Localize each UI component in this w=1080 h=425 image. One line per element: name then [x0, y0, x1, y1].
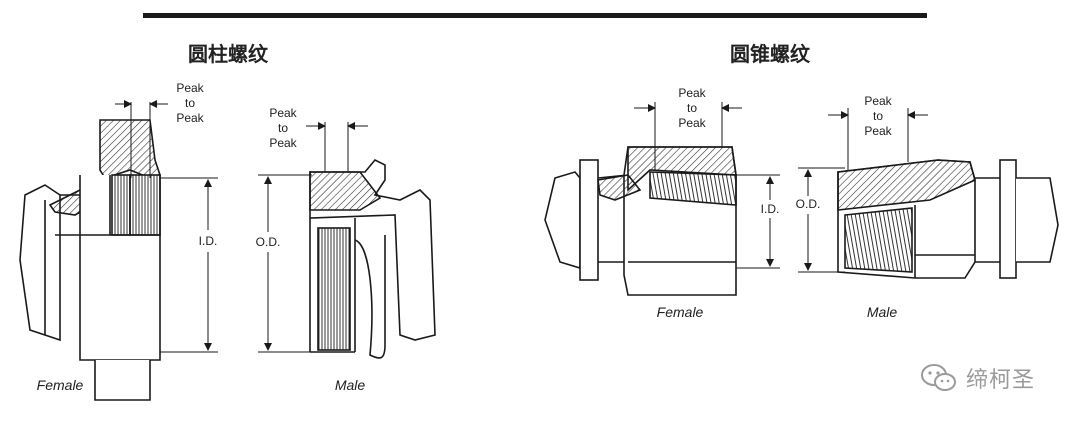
- parallel-male-peak-dims: [306, 122, 368, 172]
- peak-label-line1: Peak: [269, 106, 297, 120]
- heading-tapered-thread: 圆锥螺纹: [730, 42, 810, 66]
- parallel-female-fitting: [19, 119, 162, 401]
- watermark-text: 缔柯圣: [966, 368, 1036, 393]
- peak-label-line3: Peak: [269, 136, 297, 150]
- peak-label-line2: to: [687, 101, 697, 115]
- parallel-female-peak-dims: [115, 100, 168, 178]
- parallel-male-fitting: [309, 159, 436, 359]
- parallel-od-dimension: [258, 174, 312, 353]
- male-label: Male: [867, 304, 898, 320]
- heading-parallel-thread: 圆柱螺纹: [188, 42, 268, 66]
- peak-label-line1: Peak: [176, 81, 204, 95]
- tapered-male-peak-dims: [828, 108, 928, 170]
- peak-label-line3: Peak: [678, 116, 706, 130]
- tapered-od-dimension: [798, 167, 845, 273]
- watermark: 缔柯圣: [920, 362, 1035, 394]
- peak-label-line2: to: [278, 121, 288, 135]
- tapered-male-fitting: [837, 159, 1059, 279]
- female-label: Female: [657, 304, 704, 320]
- od-label: O.D.: [256, 235, 281, 249]
- top-rule: [143, 13, 927, 18]
- tapered-female-fitting: [544, 146, 737, 296]
- male-label: Male: [335, 377, 366, 393]
- peak-label-line1: Peak: [864, 94, 892, 108]
- tapered-id-dimension: [736, 174, 780, 269]
- id-label: I.D.: [199, 234, 218, 248]
- peak-label-line2: to: [185, 96, 195, 110]
- peak-label-line3: Peak: [176, 111, 204, 125]
- tapered-female-peak-dims: [634, 102, 742, 170]
- parallel-id-dimension: [160, 177, 218, 353]
- peak-label-line2: to: [873, 109, 883, 123]
- wechat-icon: [921, 364, 956, 391]
- id-label: I.D.: [761, 202, 780, 216]
- peak-label-line3: Peak: [864, 124, 892, 138]
- od-label: O.D.: [796, 197, 821, 211]
- female-label: Female: [37, 377, 84, 393]
- peak-label-line1: Peak: [678, 86, 706, 100]
